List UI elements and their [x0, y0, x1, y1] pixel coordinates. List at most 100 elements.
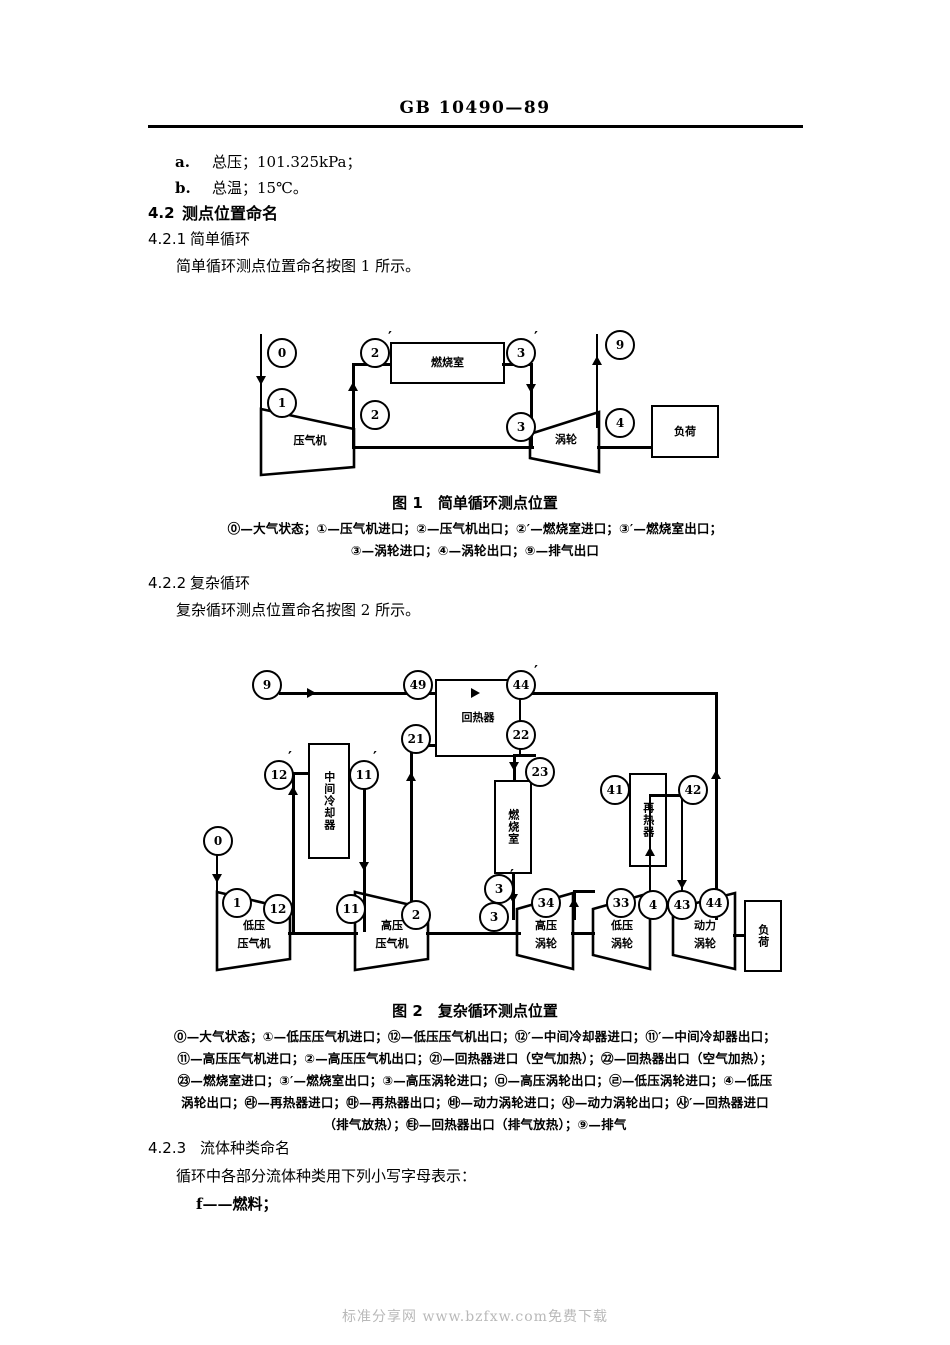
- figure-2-station-44: 44: [699, 888, 729, 918]
- figure-2-hp-compressor-label-line2: 压气机: [375, 936, 409, 950]
- figure-2-station-41: 41: [600, 775, 630, 805]
- figure-2-exhaust-inlet-line: [519, 692, 717, 695]
- figure-2-regen-out-connector: [513, 754, 536, 757]
- item-b-marker: b.: [175, 179, 191, 197]
- figure-2-station-44-prime-mark: ′: [534, 662, 538, 680]
- figure-2-load-label: 负荷: [756, 924, 770, 948]
- figure-2-combustor-label: 燃烧室: [506, 809, 520, 845]
- figure-2-station-12-prime: 12: [264, 760, 294, 790]
- figure-2-reheater-outlet-arrow: [677, 880, 687, 889]
- figure-2-station-1: 1: [222, 888, 252, 918]
- figure-2-lp-compressor-label-line1: 低压: [243, 918, 265, 932]
- figure-2-intercooler-box: [308, 743, 350, 859]
- figure-2-hp-to-lp-crossover: [573, 890, 595, 893]
- footer-watermark: 标准分享网 www.bzfxw.com免费下载: [342, 1309, 608, 1325]
- figure-2-intercooler-label: 中间冷却器: [322, 771, 336, 831]
- figure-2-station-21: 21: [401, 724, 431, 754]
- figure-1-station-2: 2: [360, 400, 390, 430]
- figure-1-station-3-prime-mark: ′: [534, 328, 538, 346]
- figure-1-comp-exit-arrow: [348, 382, 358, 391]
- figure-1-caption-line-1: ⓪—大气状态；①—压气机进口；②—压气机出口；②′—燃烧室进口；③′—燃烧室出口…: [227, 521, 723, 536]
- figure-2-intercooler-inlet-arrow: [288, 786, 298, 795]
- figure-2-station-43: 43: [667, 890, 697, 920]
- figure-2-complex-cycle-diagram: 回热器 中间冷却器 燃烧室 再热器 负荷 低压 压气机 高压 压气机 高压 涡轮…: [195, 662, 785, 992]
- figure-2-hp-turbine-label-line1: 高压: [535, 918, 557, 932]
- figure-2-lp-compressor-label-line2: 压气机: [237, 936, 271, 950]
- figure-1-turbine-inlet-arrow: [526, 384, 536, 393]
- figure-2-regenerator-label: 回热器: [461, 711, 495, 725]
- section-4-2-2-title: 复杂循环: [190, 574, 251, 592]
- figure-2-intercooler-inlet: [292, 772, 310, 775]
- figure-1-turbine-to-load: [597, 446, 653, 449]
- figure-1-inlet-arrow: [256, 376, 266, 385]
- figure-2-caption-line-3: ㉓—燃烧室进口；③′—燃烧室出口；③—高压涡轮进口；㉤—高压涡轮出口；㉣—低压涡…: [177, 1073, 773, 1088]
- figure-1-load-label: 负荷: [674, 424, 696, 438]
- figure-2-hp-compressor-label-line1: 高压: [381, 918, 403, 932]
- figure-2-intercooler-to-hp-comp: [363, 772, 366, 932]
- figure-2-regen-to-combustor-arrow: [509, 762, 519, 771]
- figure-2-hp-turbine-label-line2: 涡轮: [535, 936, 557, 950]
- figure-1-caption-title: 图 1 简单循环测点位置: [392, 494, 558, 512]
- figure-2-exhaust-inlet-arrow: [471, 688, 480, 698]
- figure-2-reheater-label: 再热器: [629, 773, 667, 867]
- section-4-2-2-number: 4.2.2: [148, 574, 187, 592]
- figure-2-reheater-inlet-line: [649, 794, 666, 797]
- figure-2-station-3-prime: 3: [484, 874, 514, 904]
- figure-2-station-11: 11: [336, 894, 366, 924]
- figure-1-shapes: [259, 407, 601, 477]
- figure-1-station-0: 0: [267, 338, 297, 368]
- figure-1-exhaust-arrow: [592, 356, 602, 365]
- figure-2-intercooler-outlet-arrow: [359, 862, 369, 871]
- figure-2-caption-line-5: （排气放热）；㉹—回热器出口（排气放热）；⑨—排气: [323, 1117, 627, 1132]
- figure-1-station-2-prime-mark: ′: [388, 328, 392, 346]
- figure-1-turbine-inlet-downcomer: [530, 363, 533, 448]
- figure-1-station-1: 1: [267, 388, 297, 418]
- section-4-2-3-title: 流体种类命名: [200, 1139, 291, 1157]
- figure-1-comp-exit-riser: [352, 363, 355, 449]
- figure-2-station-11-prime-mark: ′: [373, 748, 377, 766]
- figure-2-air-inlet-duct: [216, 840, 218, 896]
- section-4-2-title: 测点位置命名: [182, 204, 279, 223]
- figure-2-reheater-outlet-line: [666, 794, 683, 797]
- figure-2-air-riser-to-regen: [410, 744, 413, 916]
- figure-2-station-33: 33: [606, 888, 636, 918]
- figure-1-load-box: [651, 405, 719, 458]
- section-4-2-number: 4.2: [148, 204, 175, 222]
- figure-2-station-11-prime: 11: [349, 760, 379, 790]
- figure-1-combustor-label: 燃烧室: [431, 356, 464, 370]
- figure-2-lp-turbine-label-line2: 涡轮: [611, 936, 633, 950]
- figure-2-station-49: 49: [403, 670, 433, 700]
- figure-1-station-3: 3: [506, 412, 536, 442]
- figure-2-station-9: 9: [252, 670, 282, 700]
- figure-2-power-turbine-exhaust-riser: [715, 692, 718, 920]
- figure-2-power-turbine-label-line1: 动力: [694, 918, 716, 932]
- figure-1-exhaust-stack: [596, 334, 598, 428]
- figure-2-lp-comp-to-intercooler: [292, 772, 295, 932]
- figure-2-caption-line-2: ⑪—高压压气机进口；②—高压压气机出口；㉑—回热器进口（空气加热）；㉒—回热器出…: [177, 1051, 773, 1066]
- figure-2-air-riser-arrow: [406, 772, 416, 781]
- section-4-2-1-number: 4.2.1: [148, 230, 187, 248]
- figure-2-station-3: 3: [479, 902, 509, 932]
- item-a-text: 总压；101.325kPa；: [212, 153, 362, 171]
- figure-2-station-34: 34: [531, 888, 561, 918]
- figure-2-station-23: 23: [525, 757, 555, 787]
- figure-2-station-12-prime-mark: ′: [288, 748, 292, 766]
- section-4-2-3-number: 4.2.3: [148, 1139, 187, 1157]
- figure-1-inlet-duct: [260, 334, 262, 412]
- figure-2-station-42: 42: [678, 775, 708, 805]
- figure-2-caption-line-1: ⓪—大气状态；①—低压压气机进口；⑫—低压压气机出口；⑫′—中间冷却器进口；⑪′…: [174, 1029, 776, 1044]
- figure-2-station-22: 22: [506, 720, 536, 750]
- item-b-text: 总温；15℃。: [212, 179, 308, 197]
- figure-2-lp-turbine-out-riser: [649, 794, 651, 920]
- figure-2-combustor-box: [494, 780, 532, 874]
- figure-1-compressor-shaft: [352, 446, 534, 449]
- figure-2-station-3-prime-mark: ′: [510, 866, 514, 884]
- figure-1-caption-line-2: ③—涡轮进口；④—涡轮出口；⑨—排气出口: [350, 543, 600, 558]
- figure-2-caption-line-4: 涡轮出口；㉱—再热器进口；㉲—再热器出口；㉳—动力涡轮进口；㉴—动力涡轮出口；㉴…: [181, 1095, 769, 1110]
- figure-1-turbine-label: 涡轮: [555, 433, 577, 447]
- section-4-2-3-body: 循环中各部分流体种类用下列小写字母表示：: [176, 1167, 477, 1185]
- figure-1-simple-cycle-diagram: 燃烧室 负荷 压气机 涡轮 0 1 2 ′ 2 3 ′ 3 4 9: [230, 312, 730, 492]
- figure-2-power-turbine-to-load: [733, 934, 746, 937]
- figure-2-exhaust-top-arrow: [307, 688, 316, 698]
